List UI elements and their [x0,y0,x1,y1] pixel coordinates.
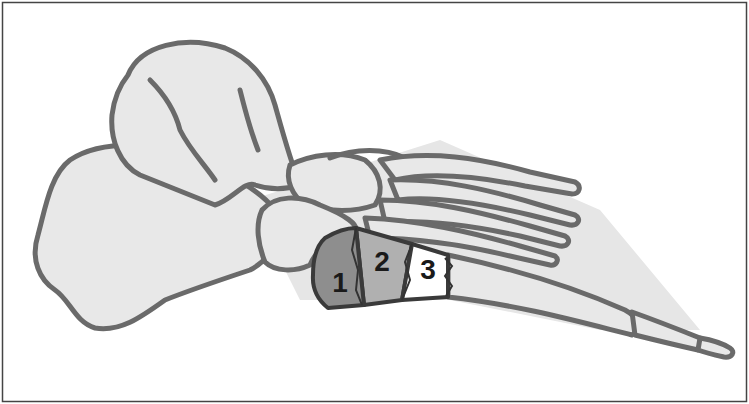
phalanx [698,338,733,357]
fracture-line [445,258,452,296]
callout-number: 3 [420,256,436,284]
fracture-line [352,228,362,305]
talus [112,42,300,205]
fifth-metatarsal-shaft [448,255,638,335]
frame [3,3,747,402]
phalanx [632,312,705,350]
callout-number: 2 [374,248,390,276]
fracture-line [402,244,412,300]
talus-line [150,80,215,180]
talus-line [240,90,258,150]
callout-number: 1 [332,269,348,297]
zone-3 [402,244,448,300]
zone-1 [313,228,364,308]
